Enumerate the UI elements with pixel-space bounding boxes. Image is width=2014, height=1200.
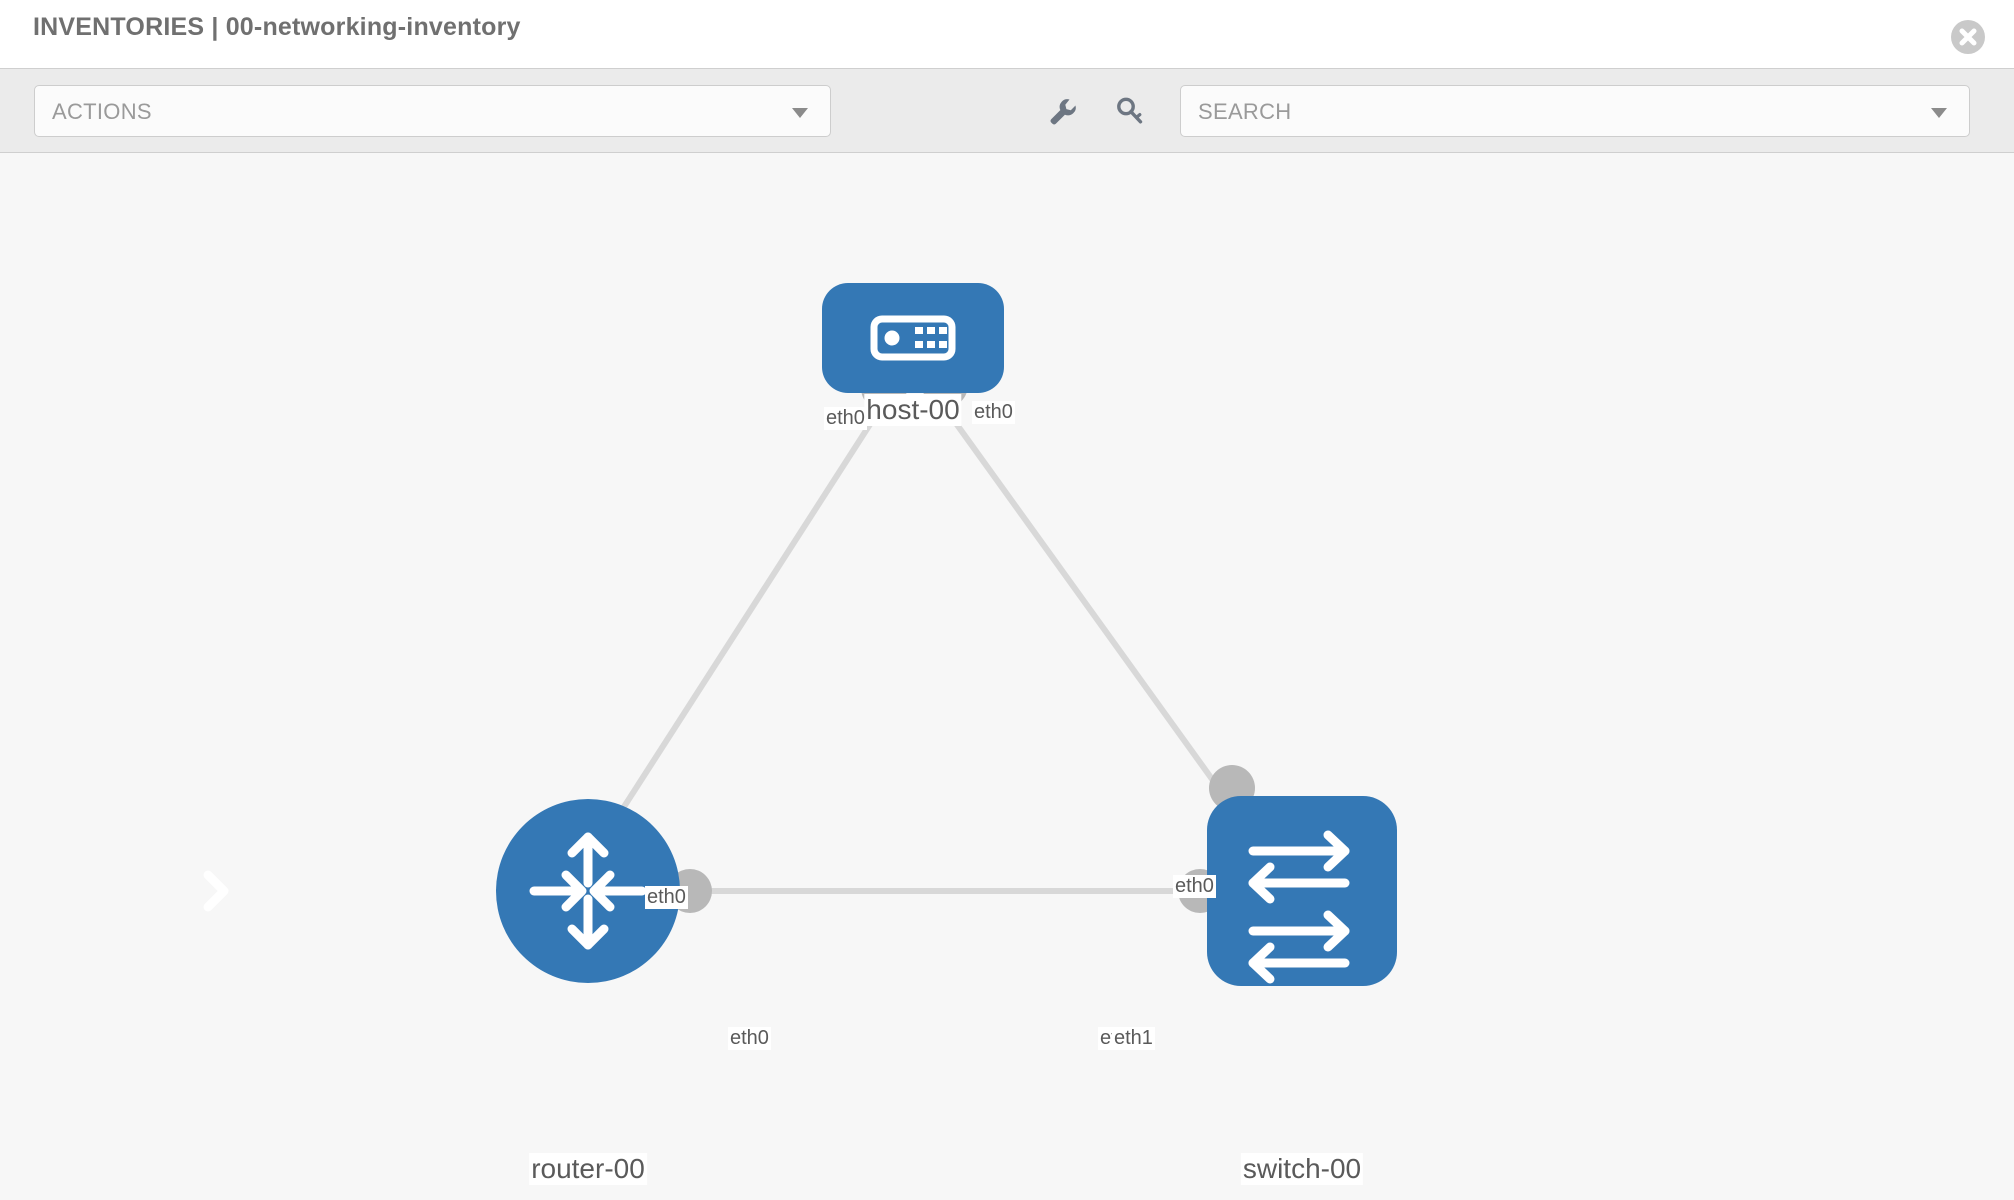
switch-arrows-icon	[1248, 830, 1350, 984]
topology-graph	[203, 283, 1397, 986]
router-arrows-icon	[203, 832, 647, 950]
edge-label-host-router-source: eth0	[824, 407, 867, 430]
node-label-host-00: host-00	[864, 394, 962, 426]
topology-connectors	[668, 362, 1255, 913]
node-label-router-00: router-00	[529, 1153, 647, 1185]
toolbar: ACTIONS SEARCH	[0, 68, 2014, 153]
key-icon[interactable]	[1113, 95, 1147, 129]
topology-links	[617, 413, 1243, 894]
topology-canvas[interactable]: host-00 router-00 switch-00 eth0 eth0 et…	[0, 153, 2014, 1200]
edge-label-host-switch-source: eth0	[972, 401, 1015, 424]
node-router-00	[203, 799, 680, 983]
actions-dropdown-label: ACTIONS	[52, 99, 152, 124]
search-input[interactable]: SEARCH	[1180, 85, 1970, 137]
edge-label-router-switch-target: eth1	[1112, 1027, 1155, 1050]
wrench-icon[interactable]	[1046, 95, 1080, 129]
edge-label-host-router-target: eth0	[645, 886, 688, 909]
link-host-router	[617, 413, 879, 815]
close-icon[interactable]	[1951, 20, 1985, 54]
chevron-down-icon[interactable]	[1931, 108, 1947, 118]
search-input-label: SEARCH	[1198, 99, 1292, 124]
page-title: INVENTORIES | 00-networking-inventory	[33, 13, 521, 41]
actions-dropdown[interactable]: ACTIONS	[34, 85, 831, 137]
chevron-down-icon	[792, 108, 808, 118]
edge-label-router-switch-source: eth0	[728, 1027, 771, 1050]
link-host-switch	[947, 413, 1243, 820]
node-host-00	[822, 283, 1004, 393]
title-bar: INVENTORIES | 00-networking-inventory	[0, 0, 2014, 68]
node-label-switch-00: switch-00	[1240, 1153, 1364, 1185]
node-switch-00	[1207, 796, 1397, 986]
server-icon	[870, 315, 956, 361]
edge-label-host-switch-target: eth0	[1173, 875, 1216, 898]
